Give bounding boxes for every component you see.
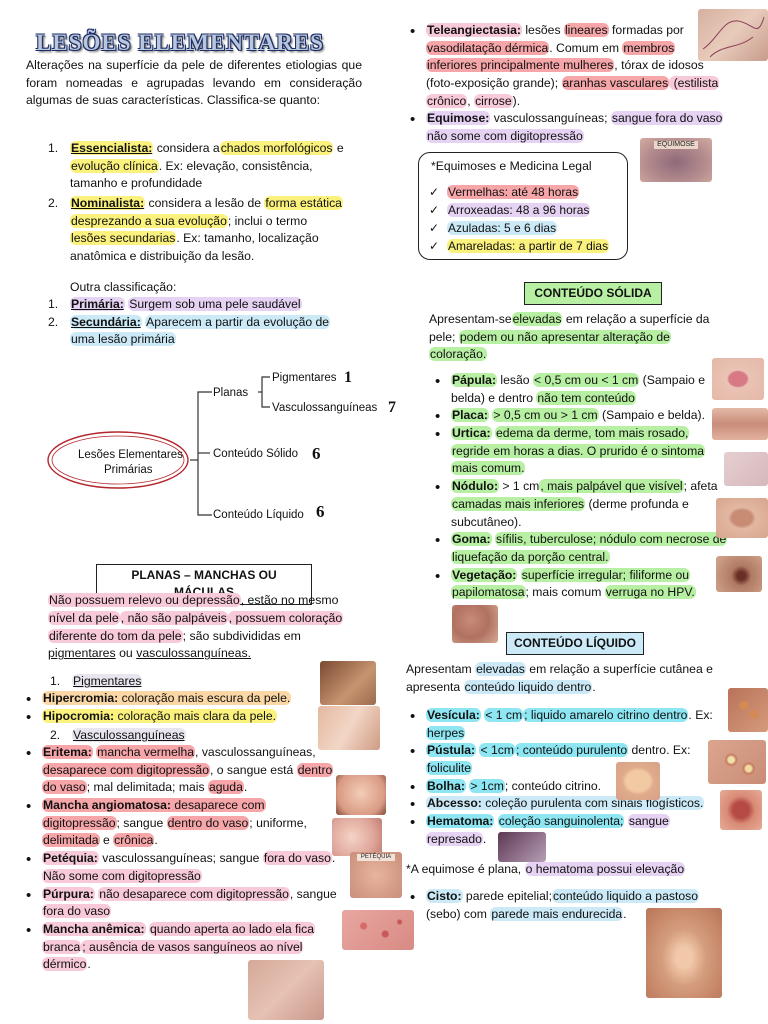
list-item: Placa: > 0,5 cm ou > 1 cm (Sampaio e bel… [435,406,727,427]
pigmentares-label: Pigmentares [272,372,337,384]
list-item: 2.Vasculossanguíneas [50,728,186,742]
liquido-list: Vesícula: < 1 cm; liquido amarelo citrin… [410,706,726,849]
hematoma-photo [498,832,546,862]
purpura-photo [342,910,414,950]
root-ellipse [47,431,189,489]
list-item: Arroxeadas: 48 a 96 horas [427,201,609,219]
medicina-legal-title: *Equimoses e Medicina Legal [431,159,592,173]
teleangiectasia-photo [698,9,768,61]
list-item: Petéquia: vasculossanguíneas; sangue for… [26,849,362,885]
list-item: Mancha anêmica: quando aperta ao lado el… [26,920,362,974]
vegetacao-photo [452,605,498,643]
nodulo-photo [716,498,768,538]
list-item: Vermelhas: até 48 horas [427,183,609,201]
list-item: Vegetação: superfície irregular; filifor… [435,566,727,602]
list-item: Hematoma: coleção sanguinolenta; sangue … [410,812,726,848]
list-item: 1. Essencialista: considera achados morf… [48,141,344,191]
root-ellipse-inner [51,435,185,485]
list-item: Pústula: < 1cm; conteúdo purulento dentr… [410,741,726,777]
list-item: Teleangiectasia: lesões lineares formada… [410,21,720,110]
list-item: 2. Secundária: Aparecem a partir da evol… [48,314,331,347]
angiomatosa-photo [332,818,382,856]
planas-paragraph: Não possuem relevo ou depressão, estão n… [48,593,344,661]
pigmentares-list: Hipercromia: coloração mais escura da pe… [26,689,326,728]
vasculo-sub-heading: 2.Vasculossanguíneas [48,727,186,745]
classification-diagram: Lesões Elementares Primárias Planas Pigm… [47,369,396,521]
list-item: Púrpura: não desaparece com digitopressã… [26,884,362,921]
list-item: 1.Primária: Surgem sob uma pele saudável [48,297,302,311]
list-item: Abcesso: coleção purulenta com sinais fl… [410,794,726,816]
papula-photo [712,358,764,400]
petequia-photo: PETÉQUIA [350,852,402,898]
list-item: Cisto: parede epitelial;conteúdo liquido… [410,887,730,923]
hipercromia-photo [320,661,376,705]
list-item: Hipocromia: coloração mais clara da pele… [26,707,326,728]
equimose-photo-label: EQUIMOSE [654,141,698,150]
intro-paragraph: Alterações na superfície da pele de dife… [26,58,362,108]
cisto-list: Cisto: parede epitelial;conteúdo liquido… [410,887,730,923]
list-item: Vesícula: < 1 cm; liquido amarelo citrin… [410,706,726,742]
abcesso-photo [720,790,762,830]
list-item: Azuladas: 5 e 6 dias [427,219,609,237]
petequia-photo-label: PETÉQUIA [357,854,395,862]
equimose-photo: EQUIMOSE [640,138,712,182]
root-label-2: Primárias [104,464,153,476]
vasculo-list: Eritema: mancha vermelha, vasculossanguí… [26,743,362,974]
list-item: Bolha: > 1cm; conteúdo citrino. [410,777,726,798]
page-title: LESÕES ELEMENTARES [36,30,324,55]
solido-count: 6 [312,444,321,463]
vesicula-photo [728,688,768,732]
solida-heading: CONTEÚDO SÓLIDA [524,282,662,306]
pigmentares-count: 1 [344,369,352,386]
medicina-legal-box: *Equimoses e Medicina Legal Vermelhas: a… [418,152,628,260]
planas-label: Planas [213,387,248,399]
goma-photo [716,556,762,592]
pustula-photo [708,740,766,784]
connector [261,376,270,408]
equimose-nota: *A equimose é plana, o hematoma possui e… [406,862,686,876]
list-item: 2. Nominalista: considera a lesão de for… [48,196,343,264]
vasculo-label: Vasculossanguíneas [272,402,378,414]
outra-heading: Outra classificação: [70,280,177,294]
pigmentares-section: 1.Pigmentares [48,673,368,691]
outra-list: 1.Primária: Surgem sob uma pele saudável… [48,296,378,349]
classification-list: 1. Essencialista: considera achados morf… [48,140,378,266]
hipocromia-photo [318,706,380,750]
solida-list: Pápula: lesão < 0,5 cm ou < 1 cm (Sampai… [435,371,728,602]
liquido-label: Conteúdo Líquido [213,509,304,521]
list-item: Hipercromia: coloração mais escura da pe… [26,689,326,710]
list-item: Goma: sífilis, tuberculose; nódulo com n… [435,530,728,566]
liquido-count: 6 [316,502,325,521]
solida-paragraph: Apresentam-seelevadas em relação a super… [429,312,710,362]
list-item: 1.Pigmentares [50,674,143,688]
list-item: Urtica: edema da derme, tom mais rosado,… [435,424,727,478]
list-item: Equimose: vasculossanguíneas; sangue for… [410,109,724,145]
list-item: Pápula: lesão < 0,5 cm ou < 1 cm (Sampai… [435,371,727,407]
cisto-photo [646,908,722,998]
liquido-heading: CONTEÚDO LÍQUIDO [506,632,644,656]
root-label: Lesões Elementares [78,449,183,461]
medicina-legal-list: Vermelhas: até 48 horas Arroxeadas: 48 a… [427,183,610,255]
bolha-photo [616,762,660,800]
teleangiectasia-item: Teleangiectasia: lesões lineares formada… [410,21,724,146]
placa-photo [712,408,768,440]
liquido-paragraph: Apresentam elevadas em relação a superfí… [406,662,713,694]
list-item: Amareladas: a partir de 7 dias [427,237,610,255]
urtica-photo [724,452,768,486]
mancha-anemica-photo [248,960,324,1020]
eritema-photo [336,775,386,815]
solido-label: Conteúdo Sólido [213,448,298,460]
list-item: Eritema: mancha vermelha, vasculossanguí… [26,743,362,797]
vasculo-count: 7 [388,399,396,416]
list-item: Mancha angiomatosa: desaparece com digit… [26,796,362,850]
list-item: Nódulo: > 1 cm, mais palpável que visíve… [435,477,727,531]
